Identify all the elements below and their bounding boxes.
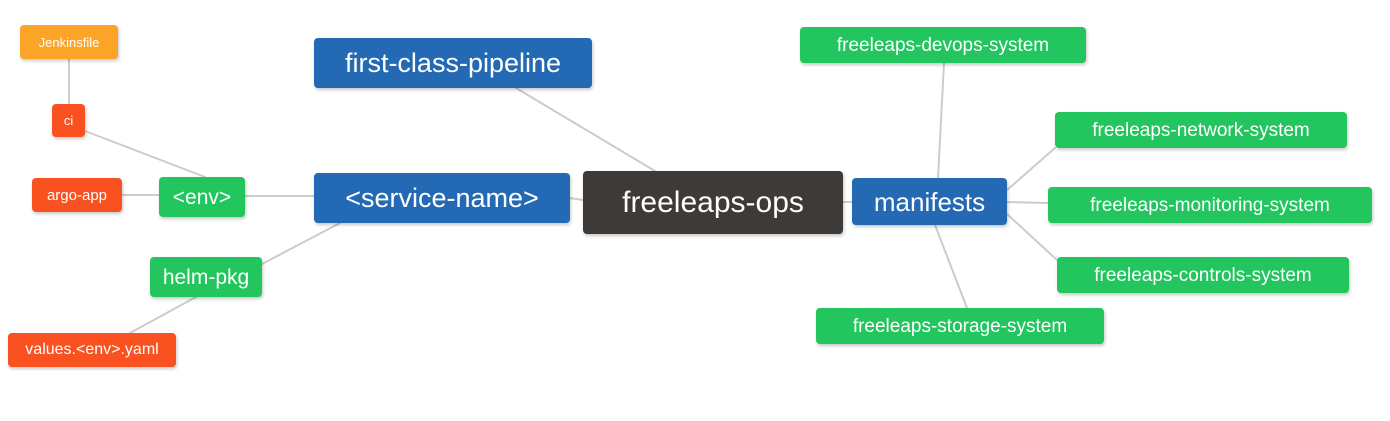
node-label-jenkinsfile: Jenkinsfile bbox=[38, 34, 100, 50]
node-label-freeleaps-storage-system: freeleaps-storage-system bbox=[852, 315, 1068, 337]
node-label-freeleaps-monitoring-system: freeleaps-monitoring-system bbox=[1090, 194, 1330, 216]
node-manifests[interactable]: manifests bbox=[852, 178, 1007, 225]
node-label-first-class-pipeline: first-class-pipeline bbox=[344, 47, 562, 78]
node-label-env: <env> bbox=[172, 185, 232, 209]
node-helm-pkg[interactable]: helm-pkg bbox=[150, 257, 262, 297]
node-label-service-name: <service-name> bbox=[345, 182, 539, 213]
node-label-freeleaps-controls-system: freeleaps-controls-system bbox=[1094, 264, 1312, 286]
node-first-class-pipeline[interactable]: first-class-pipeline bbox=[314, 38, 592, 88]
edge-manifests-to-freeleaps-storage-system bbox=[934, 224, 968, 309]
node-service-name[interactable]: <service-name> bbox=[314, 173, 570, 223]
edge-values-env-yaml-to-helm-pkg bbox=[129, 296, 197, 334]
node-freeleaps-network-system[interactable]: freeleaps-network-system bbox=[1055, 112, 1347, 148]
node-label-freeleaps-ops: freeleaps-ops bbox=[622, 185, 804, 219]
edge-manifests-to-freeleaps-monitoring-system bbox=[1006, 201, 1049, 204]
node-argo-app[interactable]: argo-app bbox=[32, 178, 122, 212]
node-env[interactable]: <env> bbox=[159, 177, 245, 217]
node-ci[interactable]: ci bbox=[52, 104, 85, 137]
node-label-freeleaps-devops-system: freeleaps-devops-system bbox=[836, 34, 1050, 56]
edge-manifests-to-freeleaps-devops-system bbox=[937, 62, 945, 179]
node-label-manifests: manifests bbox=[873, 186, 986, 217]
node-freeleaps-controls-system[interactable]: freeleaps-controls-system bbox=[1057, 257, 1349, 293]
node-label-freeleaps-network-system: freeleaps-network-system bbox=[1092, 119, 1310, 141]
node-label-helm-pkg: helm-pkg bbox=[162, 265, 250, 289]
node-freeleaps-devops-system[interactable]: freeleaps-devops-system bbox=[800, 27, 1086, 63]
edge-helm-pkg-to-service-name bbox=[261, 222, 341, 265]
node-freeleaps-storage-system[interactable]: freeleaps-storage-system bbox=[816, 308, 1104, 344]
edge-first-class-pipeline-to-freeleaps-ops bbox=[515, 87, 656, 172]
node-label-values-env-yaml: values.<env>.yaml bbox=[25, 341, 159, 358]
node-label-ci: ci bbox=[63, 113, 74, 128]
edge-manifests-to-freeleaps-network-system bbox=[1006, 147, 1056, 191]
node-label-argo-app: argo-app bbox=[46, 186, 108, 204]
edge-ci-to-env bbox=[84, 130, 206, 178]
node-jenkinsfile[interactable]: Jenkinsfile bbox=[20, 25, 118, 59]
node-freeleaps-monitoring-system[interactable]: freeleaps-monitoring-system bbox=[1048, 187, 1372, 223]
edge-service-name-to-freeleaps-ops bbox=[569, 197, 584, 201]
node-values-env-yaml[interactable]: values.<env>.yaml bbox=[8, 333, 176, 367]
node-freeleaps-ops[interactable]: freeleaps-ops bbox=[583, 171, 843, 234]
